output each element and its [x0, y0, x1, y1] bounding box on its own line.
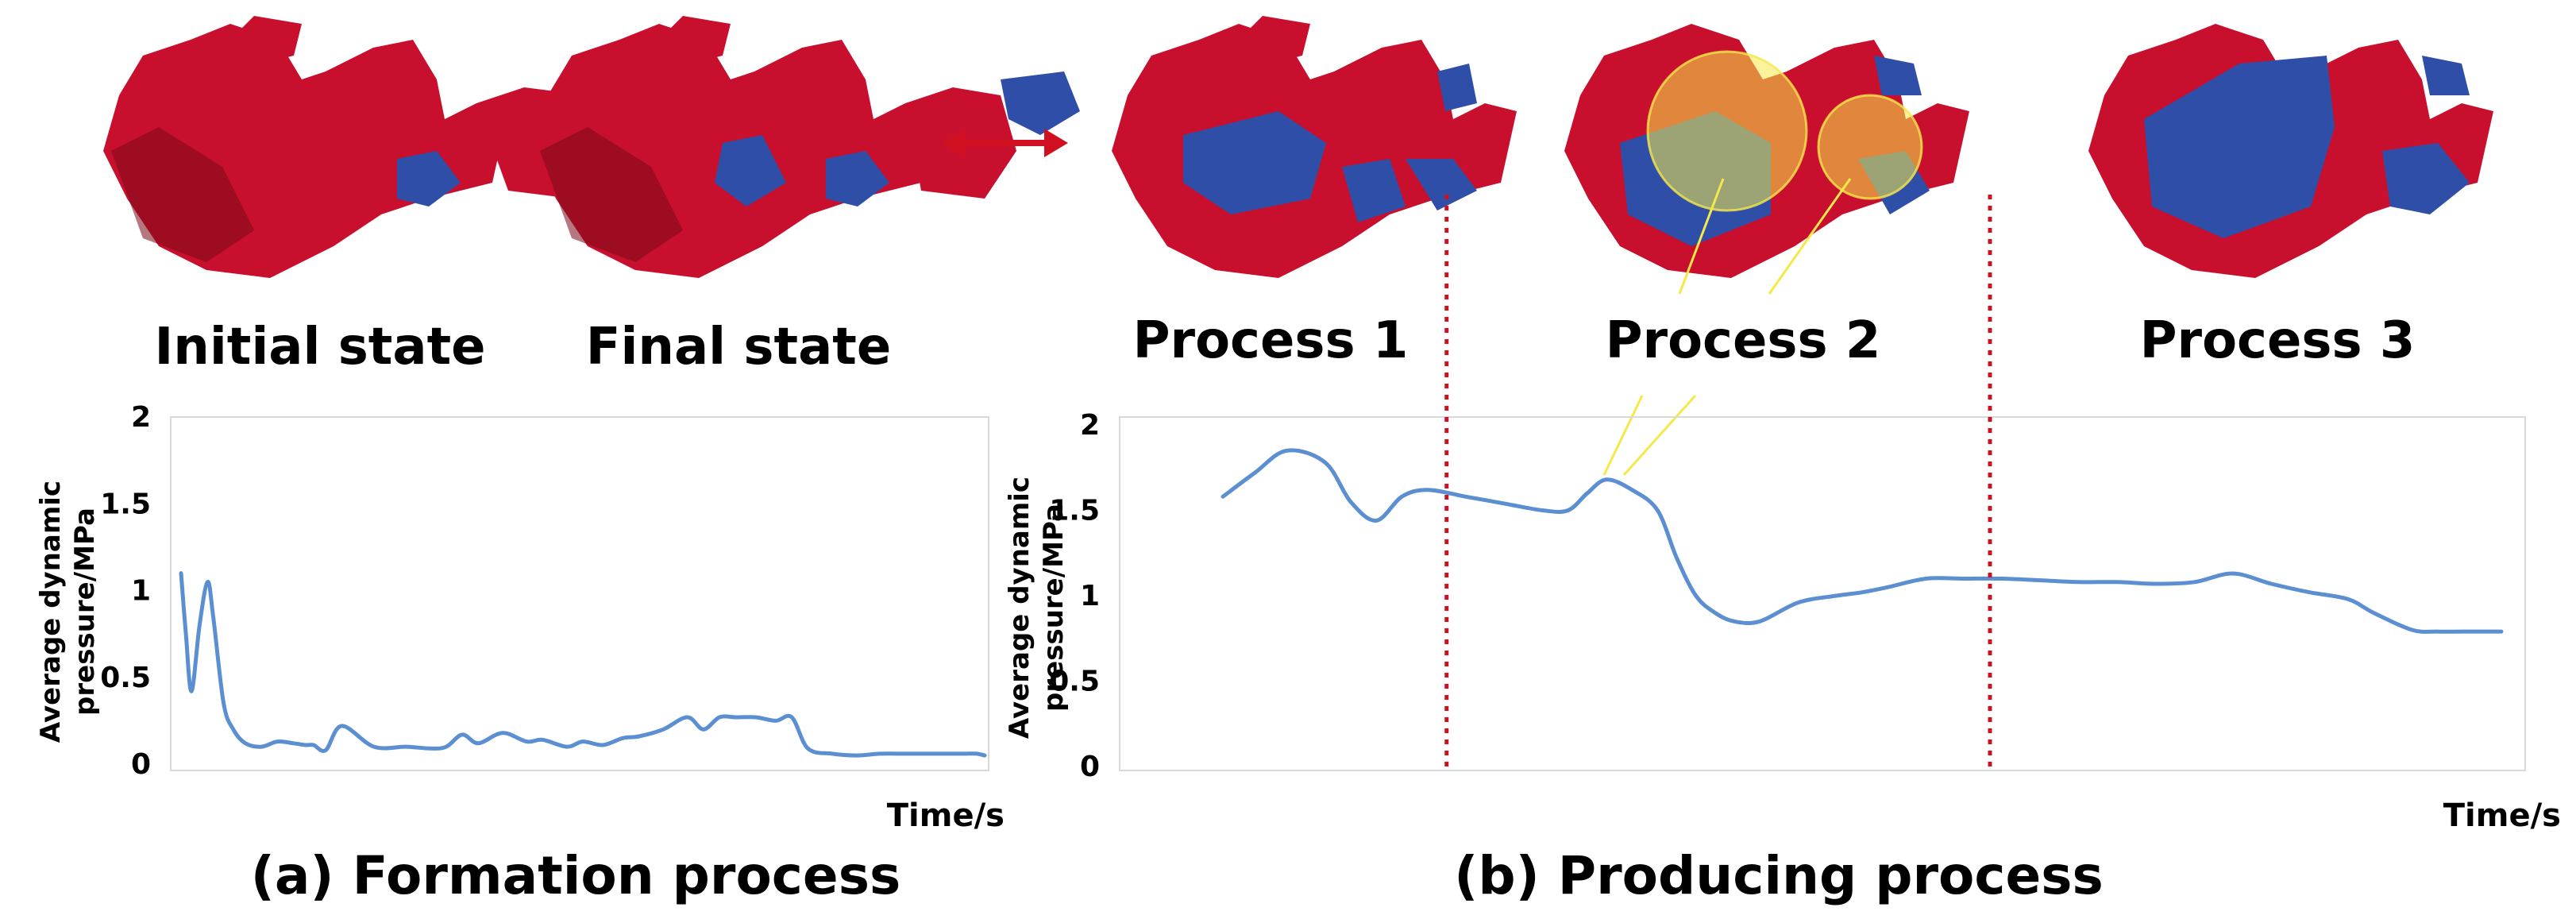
y-ticks: 0 0.5 1 1.5 2: [100, 401, 151, 781]
y-tick-label: 2: [1080, 409, 1100, 442]
y-tick-label: 0: [131, 748, 151, 781]
blue-region: [826, 151, 889, 207]
rock-fragment: [1247, 16, 1310, 64]
label-initial-state: Initial state: [154, 318, 485, 376]
blue-region: [2382, 143, 2470, 214]
blue-region: [1183, 111, 1326, 214]
caption-a: (a) Formation process: [251, 845, 901, 906]
label-final-state: Final state: [586, 318, 892, 376]
blue-region: [2422, 56, 2470, 95]
plot-frame: [170, 416, 989, 771]
y-tick-label: 1.5: [1049, 495, 1100, 527]
y-tick-label: 0.5: [100, 662, 151, 694]
label-process-1: Process 1: [1133, 311, 1409, 370]
process-dividers: [1444, 195, 1992, 766]
caption-b: (b) Producing process: [1454, 845, 2104, 906]
y-axis-title-line1: Average dynamic: [35, 481, 67, 743]
highlight-circle: [1648, 52, 1807, 210]
snapshot-final-state: [532, 16, 1080, 278]
y-axis-title-line2: pressure/MPa: [1038, 504, 1070, 712]
snapshot-process-1: [1112, 16, 1517, 278]
blue-region: [397, 151, 461, 207]
highlight-leader-lines: [1602, 178, 1852, 477]
y-tick-label: 0.5: [1049, 666, 1100, 698]
blue-region: [1437, 64, 1477, 111]
y-axis-title-line2: pressure/MPa: [69, 508, 101, 716]
y-tick-label: 1.5: [100, 488, 151, 520]
blue-region: [1406, 159, 1477, 210]
blue-region: [1342, 159, 1406, 222]
snapshot-process-2: [1564, 24, 1969, 278]
chart-formation: 0 0.5 1 1.5 2 Average dynamic pressure/MPa T…: [35, 401, 1005, 834]
plot-frame: [1119, 416, 2526, 771]
snapshot-process-3: [2088, 24, 2493, 278]
series-line-producing: [1221, 448, 2504, 634]
y-tick-label: 1: [131, 575, 151, 608]
blue-region: [1001, 71, 1080, 135]
highlight-circle: [1818, 95, 1922, 199]
shadow-region: [540, 127, 683, 262]
label-process-2: Process 2: [1606, 311, 1881, 370]
rock-fragment: [238, 16, 302, 64]
chart-producing: 0 0.5 1 1.5 2 Average dynamic pressure/MPa T…: [1004, 195, 2561, 834]
double-arrow-icon: [941, 129, 1068, 157]
y-ticks: 0 0.5 1 1.5 2: [1049, 409, 1100, 783]
shadow-region: [111, 127, 254, 262]
rock-fragment: [667, 16, 731, 64]
x-axis-title: Time/s: [887, 797, 1005, 834]
label-process-3: Process 3: [2140, 311, 2416, 370]
y-tick-label: 0: [1080, 751, 1100, 783]
y-tick-label: 2: [131, 401, 151, 434]
y-axis-title-line1: Average dynamic: [1004, 477, 1035, 739]
series-line-formation: [179, 571, 987, 758]
blue-region: [715, 135, 786, 207]
x-axis-title: Time/s: [2443, 797, 2561, 834]
blue-region: [2144, 56, 2335, 238]
blue-region: [1874, 56, 1922, 95]
y-tick-label: 1: [1080, 580, 1100, 612]
